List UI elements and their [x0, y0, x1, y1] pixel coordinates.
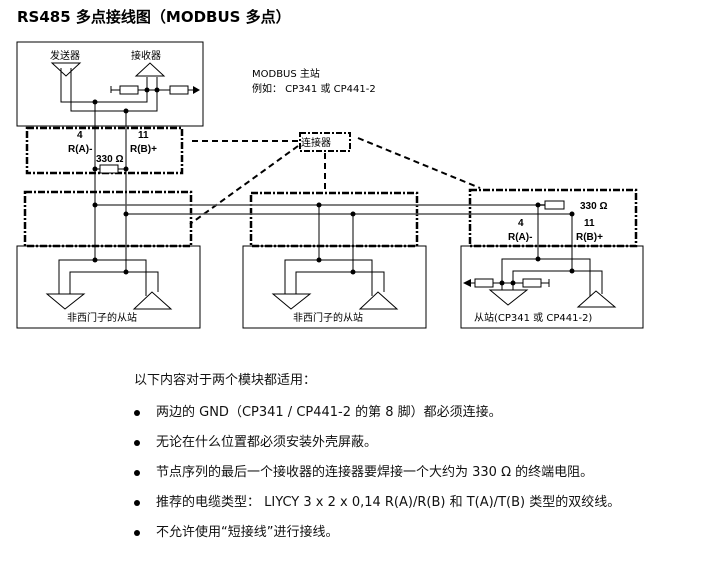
- master-resistor-label: 330 Ω: [96, 154, 123, 165]
- slave3-resistor-label: 330 Ω: [580, 201, 607, 212]
- receiver-label: 接收器: [131, 49, 161, 62]
- master-terminating-resistor: [99, 164, 119, 174]
- bullet-icon: [134, 410, 140, 416]
- master-wiring: [60, 68, 193, 250]
- page-title: RS485 多点接线图（MODBUS 多点）: [17, 8, 291, 26]
- slave3-transmitter-icon: [488, 289, 529, 306]
- slave3-pin-b-label: R(B)+: [576, 232, 603, 243]
- slave2-module-box: [242, 245, 427, 329]
- list-item: 节点序列的最后一个接收器的连接器要焊接一个大约为 330 Ω 的终端电阻。: [134, 464, 593, 482]
- connector-label: 连接器: [301, 136, 331, 149]
- slave2-label: 非西门子的从站: [293, 311, 363, 324]
- rs485-wiring-diagram: 发送器 接收器 4 R(A)- 11 R(B)+ 330 Ω MODBUS 主站…: [16, 41, 644, 329]
- slave3-output-arrow-icon: [463, 279, 471, 287]
- slave1-receiver-icon: [132, 291, 173, 310]
- connector-callout-box: [299, 132, 351, 152]
- slave3-pin-b-number: 11: [584, 218, 595, 229]
- bus-lines: [95, 204, 572, 215]
- transmitter-label: 发送器: [50, 49, 80, 62]
- slave1-module-box: [16, 245, 201, 329]
- slave3-receiver-icon: [576, 290, 617, 308]
- slave1-transmitter-icon: [45, 293, 86, 310]
- list-item: 不允许使用“短接线”进行接线。: [134, 524, 338, 542]
- bullet-icon: [134, 500, 140, 506]
- bullet-icon: [134, 470, 140, 476]
- notes-list: 两边的 GND（CP341 / CP441-2 的第 8 脚）都必须连接。 无论…: [134, 404, 620, 542]
- notes-section: 以下内容对于两个模块都适用： 两边的 GND（CP341 / CP441-2 的…: [134, 372, 620, 554]
- slave2-connector-box: [249, 191, 419, 248]
- list-item: 无论在什么位置都必须安装外壳屏蔽。: [134, 434, 377, 452]
- slave3-label: 从站(CP341 或 CP441-2): [474, 311, 592, 324]
- notes-intro: 以下内容对于两个模块都适用：: [134, 373, 317, 388]
- output-arrow-icon: [193, 86, 200, 94]
- bullet-icon: [134, 440, 140, 446]
- slave2-transmitter-icon: [271, 293, 312, 310]
- slave3-module-box: [460, 245, 644, 329]
- master-name: MODBUS 主站: [252, 67, 320, 80]
- bullet-icon: [134, 530, 140, 536]
- master-example: 例如： CP341 或 CP441-2: [252, 82, 376, 95]
- slave3-pin-a-number: 4: [518, 218, 524, 229]
- transmitter-icon: [50, 62, 82, 77]
- slave1-label: 非西门子的从站: [67, 311, 137, 324]
- list-item: 推荐的电缆类型： LIYCY 3 x 2 x 0,14 R(A)/R(B) 和 …: [134, 494, 620, 512]
- slave3-connector-box: [468, 188, 638, 248]
- slave3-terminating-resistor: [544, 200, 565, 210]
- slave1-connector-box: [23, 190, 193, 248]
- slave3-pin-a-label: R(A)-: [508, 232, 532, 243]
- slave2-receiver-icon: [358, 291, 399, 310]
- master-module-box: [16, 41, 204, 127]
- list-item: 两边的 GND（CP341 / CP441-2 的第 8 脚）都必须连接。: [134, 404, 502, 422]
- master-pin-a-label: R(A)-: [68, 144, 92, 155]
- master-pin-b-label: R(B)+: [130, 144, 157, 155]
- receiver-icon: [134, 62, 166, 77]
- master-pin-a-number: 4: [77, 130, 83, 141]
- master-pin-b-number: 11: [138, 130, 149, 141]
- connector-callout-lines: [189, 137, 481, 225]
